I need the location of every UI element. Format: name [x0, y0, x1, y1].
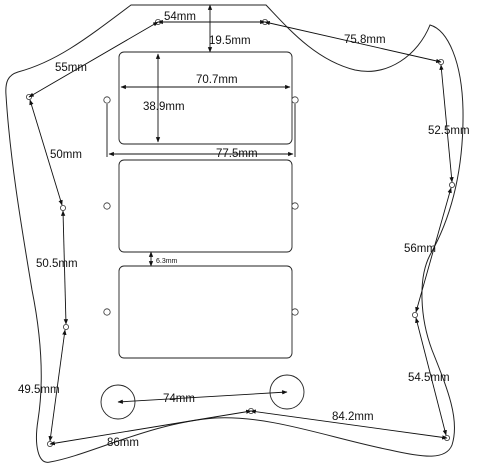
dim-label-bottom-left: 86mm — [107, 437, 139, 449]
dim-label-mount-hole-span: 77.5mm — [216, 148, 258, 160]
dim-label-pickup-height: 38.9mm — [143, 101, 185, 113]
screw-hole — [63, 323, 70, 330]
dim-label-right-lower: 54.5mm — [408, 372, 450, 384]
bridge-pickup-cutout — [118, 265, 293, 359]
mount-hole — [103, 308, 111, 316]
dim-label-right-middle: 56mm — [404, 243, 436, 255]
dim-label-left-upper: 50mm — [50, 149, 82, 161]
dim-label-right-upper: 52.5mm — [428, 125, 470, 137]
screw-hole — [60, 204, 67, 211]
dim-label-left-middle: 50.5mm — [36, 258, 78, 270]
dim-label-bottom-right: 84.2mm — [332, 411, 374, 423]
middle-pickup-cutout — [118, 159, 293, 253]
pickguard-outline — [5, 4, 464, 463]
dim-label-knob-span: 74mm — [163, 393, 195, 405]
mount-hole — [291, 96, 299, 104]
mount-hole — [291, 202, 299, 210]
mount-hole — [103, 96, 111, 104]
dim-label-top-right-edge: 75.8mm — [344, 34, 386, 46]
screw-hole — [411, 311, 418, 318]
dim-label-top-edge: 54mm — [164, 11, 196, 23]
mount-hole — [103, 202, 111, 210]
dimension-lines — [28, 4, 454, 446]
dim-label-top-left-edge: 55mm — [55, 62, 87, 74]
dim-label-neck-gap: 19.5mm — [209, 35, 251, 47]
dim-label-pickup-gap: 6.3mm — [156, 258, 178, 265]
screw-hole — [448, 181, 455, 188]
mount-hole — [291, 308, 299, 316]
dim-label-left-lower: 49.5mm — [18, 384, 60, 396]
neck-pickup-cutout — [118, 51, 293, 145]
dim-label-pickup-width: 70.7mm — [196, 74, 238, 86]
